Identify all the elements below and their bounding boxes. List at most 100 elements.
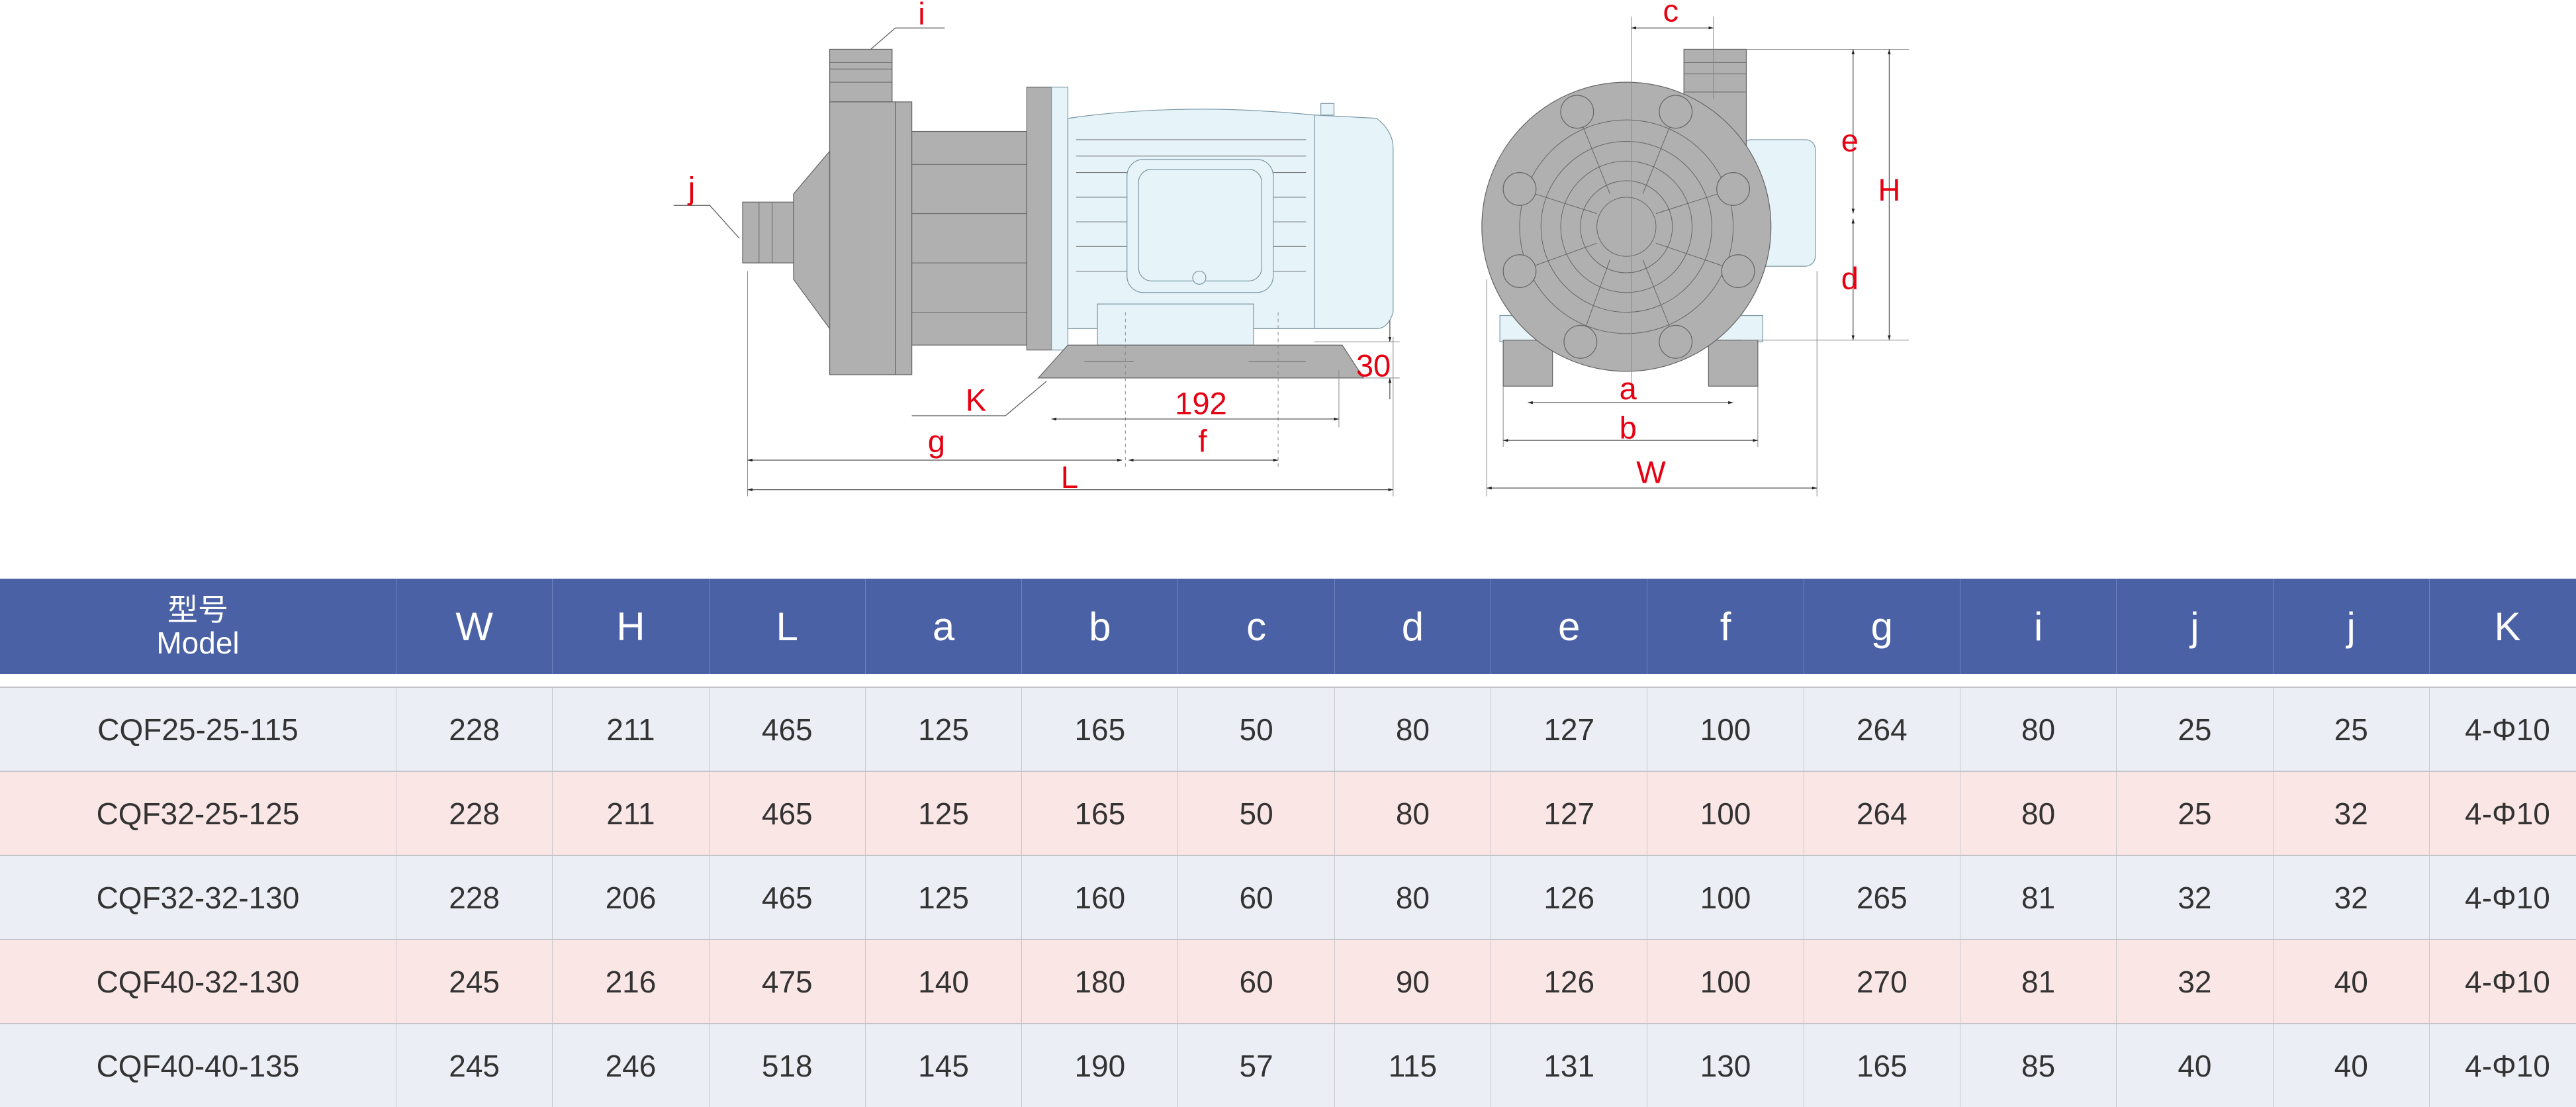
pump-casing-front bbox=[1481, 81, 1772, 372]
label-b: b bbox=[1620, 410, 1637, 446]
cell-j: 32 bbox=[2117, 940, 2274, 1023]
header-col-a: a bbox=[866, 579, 1023, 674]
cell-j: 32 bbox=[2274, 772, 2430, 855]
cell-b: 165 bbox=[1022, 688, 1179, 771]
base-plate bbox=[1037, 344, 1365, 379]
pump-front-view bbox=[1481, 48, 1816, 387]
cell-i: 81 bbox=[1960, 940, 2117, 1023]
cell-W: 228 bbox=[396, 856, 553, 939]
cell-f: 100 bbox=[1647, 688, 1804, 771]
foot-right bbox=[1708, 340, 1759, 387]
cell-K: 4-Φ10 bbox=[2430, 688, 2576, 771]
cell-H: 211 bbox=[553, 772, 710, 855]
cell-W: 245 bbox=[396, 1024, 553, 1107]
pump-dimension-drawing: i j K 192 30 g f L bbox=[673, 0, 1909, 497]
cell-a: 140 bbox=[866, 940, 1023, 1023]
cell-e: 131 bbox=[1491, 1024, 1648, 1107]
cell-c: 57 bbox=[1178, 1024, 1335, 1107]
cell-model: CQF32-32-130 bbox=[0, 856, 396, 939]
motor-flange bbox=[1026, 86, 1052, 351]
cell-c: 50 bbox=[1178, 688, 1335, 771]
cell-j: 40 bbox=[2117, 1024, 2274, 1107]
header-col-K: K bbox=[2430, 579, 2576, 674]
header-model-en: Model bbox=[156, 626, 240, 660]
cell-H: 216 bbox=[553, 940, 710, 1023]
cell-g: 265 bbox=[1804, 856, 1960, 939]
header-col-L: L bbox=[710, 579, 866, 674]
cell-j: 25 bbox=[2274, 688, 2430, 771]
label-base-width: 192 bbox=[1175, 385, 1227, 420]
label-base-height: 30 bbox=[1356, 348, 1391, 383]
cell-d: 80 bbox=[1335, 856, 1492, 939]
header-col-f: f bbox=[1647, 579, 1804, 674]
cell-K: 4-Φ10 bbox=[2430, 940, 2576, 1023]
header-col-i: i bbox=[1960, 579, 2117, 674]
header-col-e: e bbox=[1491, 579, 1648, 674]
pump-body bbox=[829, 101, 896, 375]
header-col-b: b bbox=[1022, 579, 1179, 674]
label-d: d bbox=[1841, 261, 1859, 296]
cell-j: 32 bbox=[2274, 856, 2430, 939]
cell-W: 228 bbox=[396, 688, 553, 771]
cell-H: 246 bbox=[553, 1024, 710, 1107]
label-g: g bbox=[928, 424, 945, 459]
cell-d: 90 bbox=[1335, 940, 1492, 1023]
cell-e: 126 bbox=[1491, 856, 1648, 939]
header-col-j: j bbox=[2274, 579, 2430, 674]
header-col-c: c bbox=[1178, 579, 1335, 674]
cell-d: 115 bbox=[1335, 1024, 1492, 1107]
cell-g: 264 bbox=[1804, 688, 1960, 771]
cell-W: 228 bbox=[396, 772, 553, 855]
foot-left bbox=[1502, 340, 1553, 387]
cell-c: 50 bbox=[1178, 772, 1335, 855]
cell-H: 206 bbox=[553, 856, 710, 939]
cell-e: 127 bbox=[1491, 772, 1648, 855]
side-view-dimensions: i j K 192 30 g f L bbox=[673, 0, 1400, 497]
cell-g: 270 bbox=[1804, 940, 1960, 1023]
cell-f: 130 bbox=[1647, 1024, 1804, 1107]
label-W: W bbox=[1636, 455, 1666, 490]
outlet-pipe-side bbox=[829, 48, 893, 103]
cell-d: 80 bbox=[1335, 688, 1492, 771]
cell-L: 465 bbox=[710, 856, 866, 939]
label-f: f bbox=[1198, 424, 1207, 459]
cell-model: CQF32-25-125 bbox=[0, 772, 396, 855]
cell-c: 60 bbox=[1178, 940, 1335, 1023]
cell-b: 165 bbox=[1022, 772, 1179, 855]
cell-i: 80 bbox=[1960, 688, 2117, 771]
cell-b: 160 bbox=[1022, 856, 1179, 939]
cell-a: 145 bbox=[866, 1024, 1023, 1107]
inlet-pipe-side bbox=[742, 201, 794, 264]
cell-g: 165 bbox=[1804, 1024, 1960, 1107]
header-model-cn: 型号 bbox=[167, 593, 228, 627]
label-H: H bbox=[1878, 172, 1900, 207]
cell-K: 4-Φ10 bbox=[2430, 1024, 2576, 1107]
cell-model: CQF25-25-115 bbox=[0, 688, 396, 771]
cell-L: 475 bbox=[710, 940, 866, 1023]
cell-j: 40 bbox=[2274, 940, 2430, 1023]
label-c: c bbox=[1663, 0, 1679, 28]
cell-b: 180 bbox=[1022, 940, 1179, 1023]
cell-a: 125 bbox=[866, 772, 1023, 855]
label-a: a bbox=[1620, 371, 1637, 406]
header-col-H: H bbox=[553, 579, 710, 674]
header-model: 型号 Model bbox=[0, 579, 396, 674]
label-K: K bbox=[966, 382, 986, 417]
pump-side-view bbox=[742, 48, 1394, 379]
cell-g: 264 bbox=[1804, 772, 1960, 855]
cell-j: 32 bbox=[2117, 856, 2274, 939]
cell-c: 60 bbox=[1178, 856, 1335, 939]
cell-i: 85 bbox=[1960, 1024, 2117, 1107]
cell-i: 81 bbox=[1960, 856, 2117, 939]
header-col-d: d bbox=[1335, 579, 1492, 674]
header-col-g: g bbox=[1804, 579, 1960, 674]
pump-bracket bbox=[911, 130, 1027, 346]
